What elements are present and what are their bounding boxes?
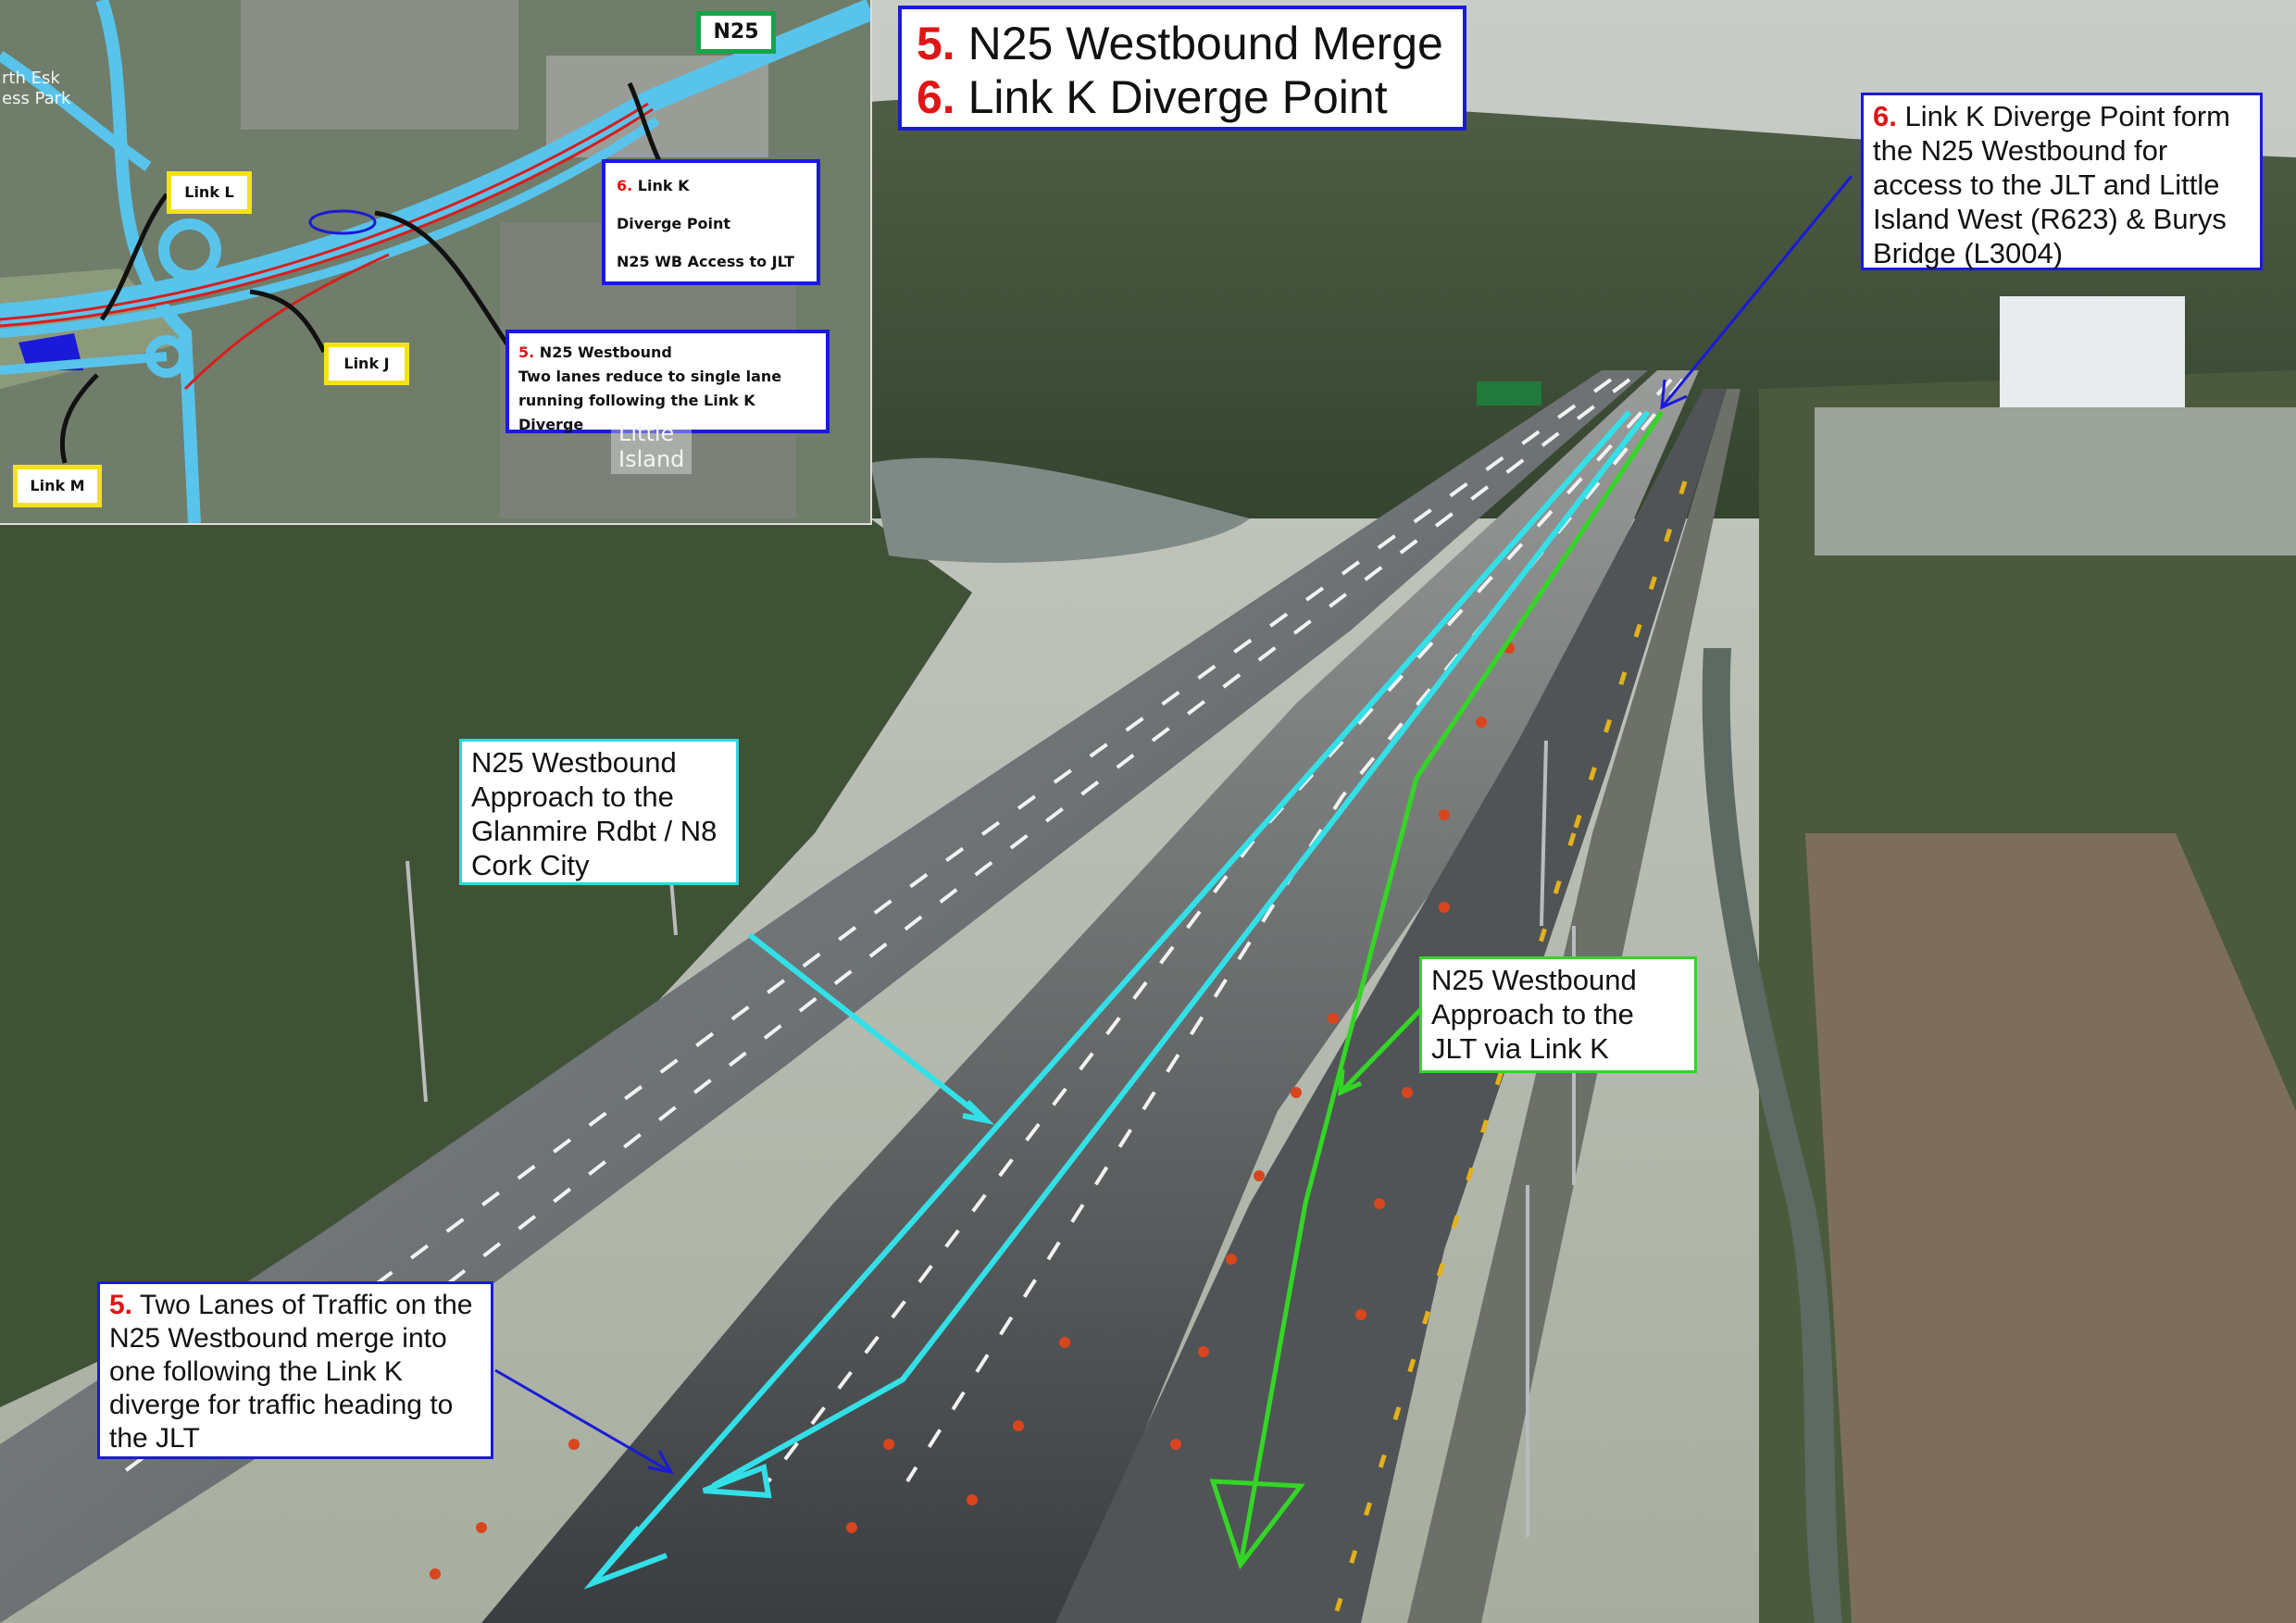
place-label-esk-line2: ess Park [2, 89, 71, 108]
inset-callout-link-k-line1: Link K [637, 177, 690, 194]
link-l-tag: Link L [167, 171, 252, 214]
callout-glanmire-approach: N25 Westbound Approach to the Glanmire R… [459, 739, 739, 885]
callout-link-k-diverge: 6. Link K Diverge Point form the N25 Wes… [1861, 93, 2263, 270]
title-line-1: N25 Westbound Merge [967, 18, 1443, 69]
title-line-2: Link K Diverge Point [967, 71, 1388, 123]
place-label-island: Island [618, 446, 685, 472]
callout-6-text: Link K Diverge Point form the N25 Westbo… [1873, 100, 2230, 269]
link-j-tag: Link J [324, 343, 409, 385]
callout-leader-arrows [494, 175, 1853, 1475]
callout-6-number: 6. [1873, 100, 1897, 132]
inset-callout-n25-westbound: 5. N25 Westbound Two lanes reduce to sin… [505, 330, 830, 433]
pond [870, 457, 1250, 563]
n25-road-tag: N25 [696, 11, 776, 54]
title-number-5: 5. [917, 18, 955, 69]
callout-glanmire-text: N25 Westbound Approach to the Glanmire R… [471, 746, 718, 881]
place-label-little: Little [618, 420, 675, 446]
inset-callout-link-k-line2: Diverge Point [617, 215, 731, 232]
link-m-tag: Link M [13, 465, 102, 507]
place-label-esk: rth Esk ess Park [2, 69, 70, 109]
dirt-track [1805, 833, 2296, 1623]
car-park [1815, 407, 2296, 556]
building [2000, 296, 2185, 407]
inset-callout-n25-line1: N25 Westbound [539, 343, 672, 361]
link-k-lane [1055, 389, 1727, 1623]
title-number-6: 6. [917, 71, 955, 123]
title-box: 5. N25 Westbound Merge 6. Link K Diverge… [898, 6, 1466, 131]
place-label-little-island: Little Island [611, 418, 693, 474]
inset-callout-link-k-line3: N25 WB Access to JLT [617, 253, 795, 270]
callout-5-text: Two Lanes of Traffic on the N25 Westboun… [109, 1290, 473, 1454]
callout-merge: 5. Two Lanes of Traffic on the N25 Westb… [97, 1281, 493, 1459]
inset-callout-n25-line2: Two lanes reduce to single lane [518, 368, 782, 385]
inset-callout-n25-line3: running following the Link K Diverge [518, 392, 755, 433]
green-route-arrow [1209, 410, 1665, 1570]
callout-5-number: 5. [109, 1290, 133, 1320]
river-right [1702, 648, 1842, 1623]
inset-map: N25 Link L Link J Link M 6. Link K Diver… [0, 0, 872, 525]
gantry-sign [1477, 381, 1541, 406]
cyan-route-arrows [583, 410, 1651, 1590]
callout-jlt-approach: N25 Westbound Approach to the JLT via Li… [1419, 956, 1697, 1073]
inset-callout-link-k-number: 6. [617, 177, 633, 194]
inset-callout-n25-number: 5. [518, 343, 535, 361]
inset-callout-link-k: 6. Link K Diverge Point N25 WB Access to… [602, 159, 820, 285]
place-label-esk-line1: rth Esk [2, 69, 60, 88]
callout-jlt-text: N25 Westbound Approach to the JLT via Li… [1431, 964, 1637, 1065]
